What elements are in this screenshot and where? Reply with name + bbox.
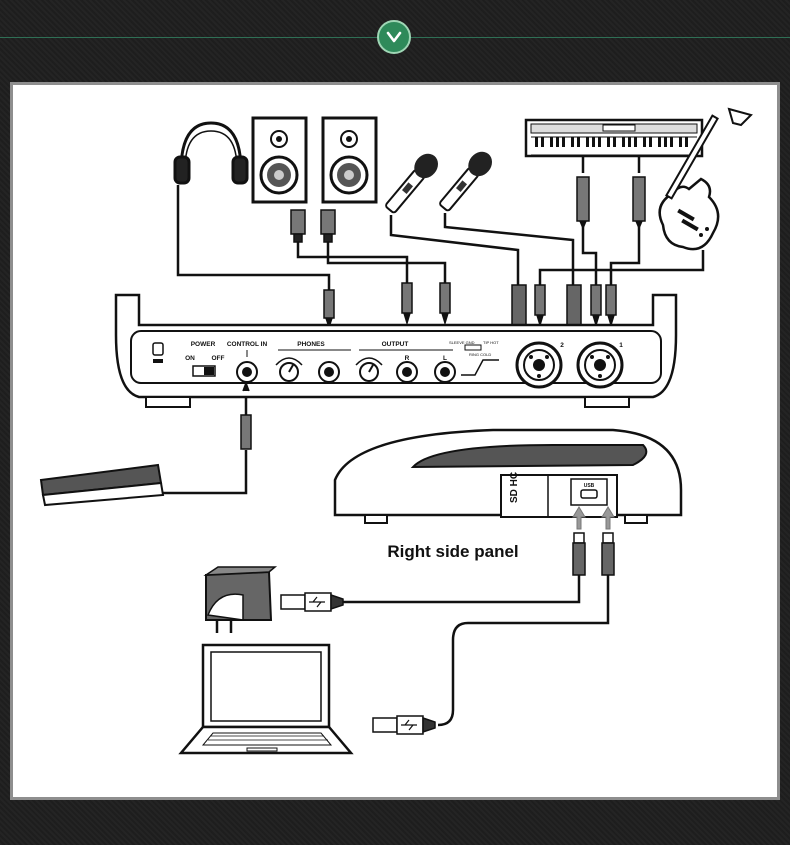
chevron-down-icon: [386, 31, 402, 43]
power-on-label: ON: [185, 355, 195, 362]
output-l-label: L: [443, 355, 447, 362]
sd-hc-logo: SD HC: [509, 472, 520, 503]
laptop-icon: [178, 643, 354, 755]
pedal-cable: [163, 450, 248, 495]
headphones-icon: [173, 121, 249, 185]
headphones-cable: [176, 185, 331, 290]
power-label: POWER: [191, 341, 216, 348]
electric-guitar-icon: [658, 107, 753, 251]
side-panel-caption: Right side panel: [387, 542, 518, 561]
trs-diagram: [464, 344, 482, 351]
power-off-label: OFF: [212, 355, 225, 362]
monitor-speaker-icon: [251, 116, 308, 204]
usb-plug-icon: [572, 532, 615, 576]
mic-1-cable: [443, 213, 575, 285]
ring-cold-label: RING COLD: [469, 352, 491, 357]
input-2-label: 2: [560, 342, 564, 349]
usb-port[interactable]: [580, 489, 598, 499]
combo-input-2[interactable]: [515, 341, 563, 389]
sleeve-gnd-label: SLEEVE GND: [449, 340, 475, 345]
usb-plug-icon: [280, 592, 344, 612]
microphone-icon: [385, 153, 439, 214]
usb-plug-icon: [372, 715, 436, 735]
keyboard-cable-a-low: [581, 225, 598, 285]
pedal-plug: [240, 380, 252, 450]
output-label: OUTPUT: [382, 341, 409, 348]
scroll-down-button[interactable]: [377, 20, 411, 54]
connection-diagram-panel: POWER ON OFF CONTROL IN PHONES OUTPUT R …: [10, 82, 780, 800]
device-plugs: [323, 282, 617, 330]
tip-hot-label: TIP HOT: [483, 340, 499, 345]
device-right-side-panel: SD HC USB: [333, 428, 683, 576]
connection-diagram: POWER ON OFF CONTROL IN PHONES OUTPUT R …: [39, 107, 753, 755]
cables: [163, 155, 705, 727]
usb-port-label: USB: [584, 483, 595, 489]
power-adapter-icon: [203, 566, 278, 633]
kensington-lock-icon: [152, 342, 164, 363]
input-1-label: 1: [619, 342, 623, 349]
speaker-plugs: [290, 209, 336, 243]
laptop-usb-cable: [437, 575, 610, 727]
left-speaker-cable: [326, 240, 447, 285]
black-keys: [535, 137, 688, 147]
audio-interface-rear: POWER ON OFF CONTROL IN PHONES OUTPUT R …: [114, 293, 678, 408]
usb-arrows: [572, 506, 615, 530]
keyboard-cable-b-low: [609, 225, 641, 285]
right-speaker-cable: [296, 240, 409, 285]
keyboard-plugs: [576, 176, 646, 230]
mic-2-cable: [389, 215, 520, 285]
monitor-speaker-icon: [321, 116, 378, 204]
keyboard-synth-icon: [524, 118, 704, 158]
microphone-icon: [439, 151, 493, 212]
combo-input-1[interactable]: [576, 341, 624, 389]
footswitch-pedal-icon: [39, 463, 165, 507]
guitar-cable: [538, 250, 705, 285]
output-r-label: R: [405, 355, 410, 362]
control-in-label: CONTROL IN: [227, 341, 268, 348]
phones-label: PHONES: [297, 341, 325, 348]
adapter-usb-cable: [343, 575, 581, 604]
